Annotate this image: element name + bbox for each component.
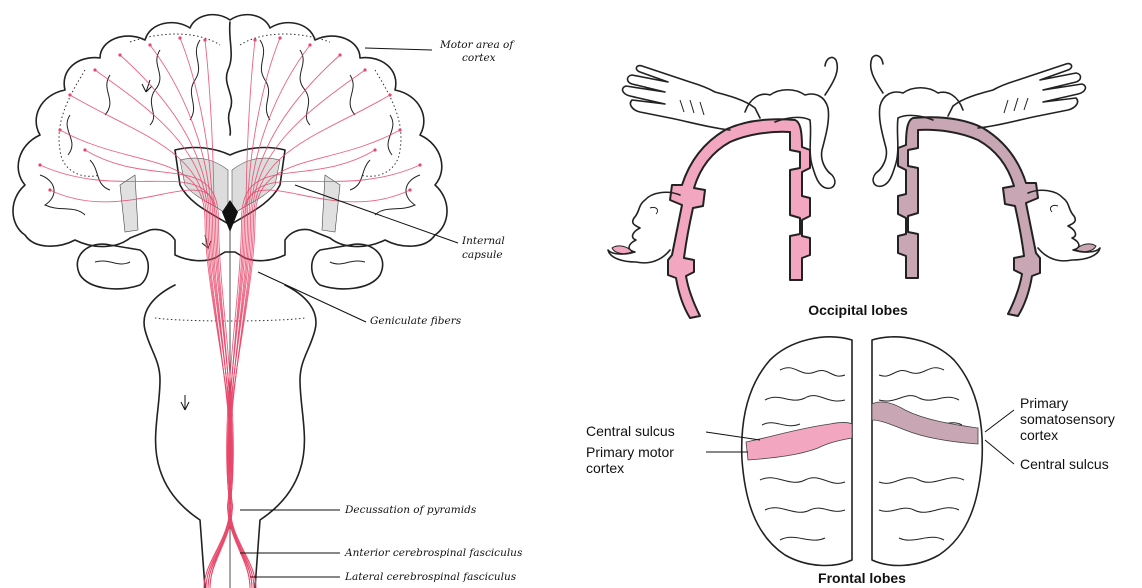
label-motor-area-line2: cortex <box>462 52 496 64</box>
fiber-origin-dot <box>148 43 151 46</box>
somatosensory-cortex-strip <box>898 117 1040 316</box>
frontal-lobes-caption: Frontal lobes <box>818 570 906 586</box>
label-primary-motor-line2: cortex <box>586 460 624 476</box>
fiber-origin-dot <box>253 38 256 41</box>
tract-fiber <box>204 165 420 588</box>
fiber-origin-dot <box>338 53 341 56</box>
primary-somatosensory-cortex-region <box>872 402 978 444</box>
label-internal-capsule-line2: capsule <box>462 249 503 261</box>
label-lateral-fasciculus: Lateral cerebrospinal fasciculus <box>344 571 517 583</box>
right-hemisphere-top <box>872 337 982 566</box>
tract-fiber <box>40 165 256 588</box>
label-primary-somato-line1: Primary <box>1020 395 1068 411</box>
label-primary-motor-line1: Primary motor <box>586 444 674 460</box>
fiber-origin-dot <box>388 93 391 96</box>
fiber-origin-dot <box>363 68 366 71</box>
fiber-origin-dot <box>398 128 401 131</box>
fiber-origin-dot <box>48 188 51 191</box>
fiber-origin-dot <box>203 38 206 41</box>
tract-fiber <box>206 40 255 588</box>
top-view-brain-diagram: Central sulcus Primary motor cortex Prim… <box>586 337 1115 586</box>
occipital-lobes-caption: Occipital lobes <box>808 302 908 318</box>
fiber-origin-dot <box>118 53 121 56</box>
label-anterior-fasciculus: Anterior cerebrospinal fasciculus <box>344 547 523 559</box>
label-decussation: Decussation of pyramids <box>344 504 477 516</box>
fiber-origin-dot <box>373 148 376 151</box>
tract-fiber <box>210 190 410 588</box>
fiber-origin-dot <box>278 36 281 39</box>
fiber-origin-dot <box>38 163 41 166</box>
fiber-origin-dot <box>83 148 86 151</box>
tract-fiber <box>204 55 340 588</box>
fiber-origin-dot <box>68 93 71 96</box>
label-central-sulcus-left: Central sulcus <box>586 423 675 439</box>
label-internal-capsule-line1: Internal <box>461 235 505 247</box>
tract-fiber <box>120 55 256 588</box>
label-central-sulcus-right: Central sulcus <box>1020 456 1109 472</box>
homunculus-diagram: Occipital lobes <box>608 56 1100 318</box>
fiber-origin-dot <box>408 188 411 191</box>
label-geniculate-fibers: Geniculate fibers <box>370 315 462 327</box>
label-primary-somato-line2: somatosensory <box>1020 411 1115 427</box>
tract-fiber <box>50 190 250 588</box>
fiber-origin-dot <box>308 43 311 46</box>
motor-cortex-strip <box>668 119 810 318</box>
homunculus-hand-right <box>948 64 1085 128</box>
fiber-origin-dot <box>418 163 421 166</box>
label-primary-somato-line3: cortex <box>1020 427 1058 443</box>
label-motor-area-line1: Motor area of <box>439 39 515 51</box>
fiber-origin-dot <box>58 128 61 131</box>
fiber-origin-dot <box>93 68 96 71</box>
primary-motor-cortex-region <box>746 423 852 461</box>
homunculus-hand-left <box>623 66 760 130</box>
fiber-origin-dot <box>178 36 181 39</box>
